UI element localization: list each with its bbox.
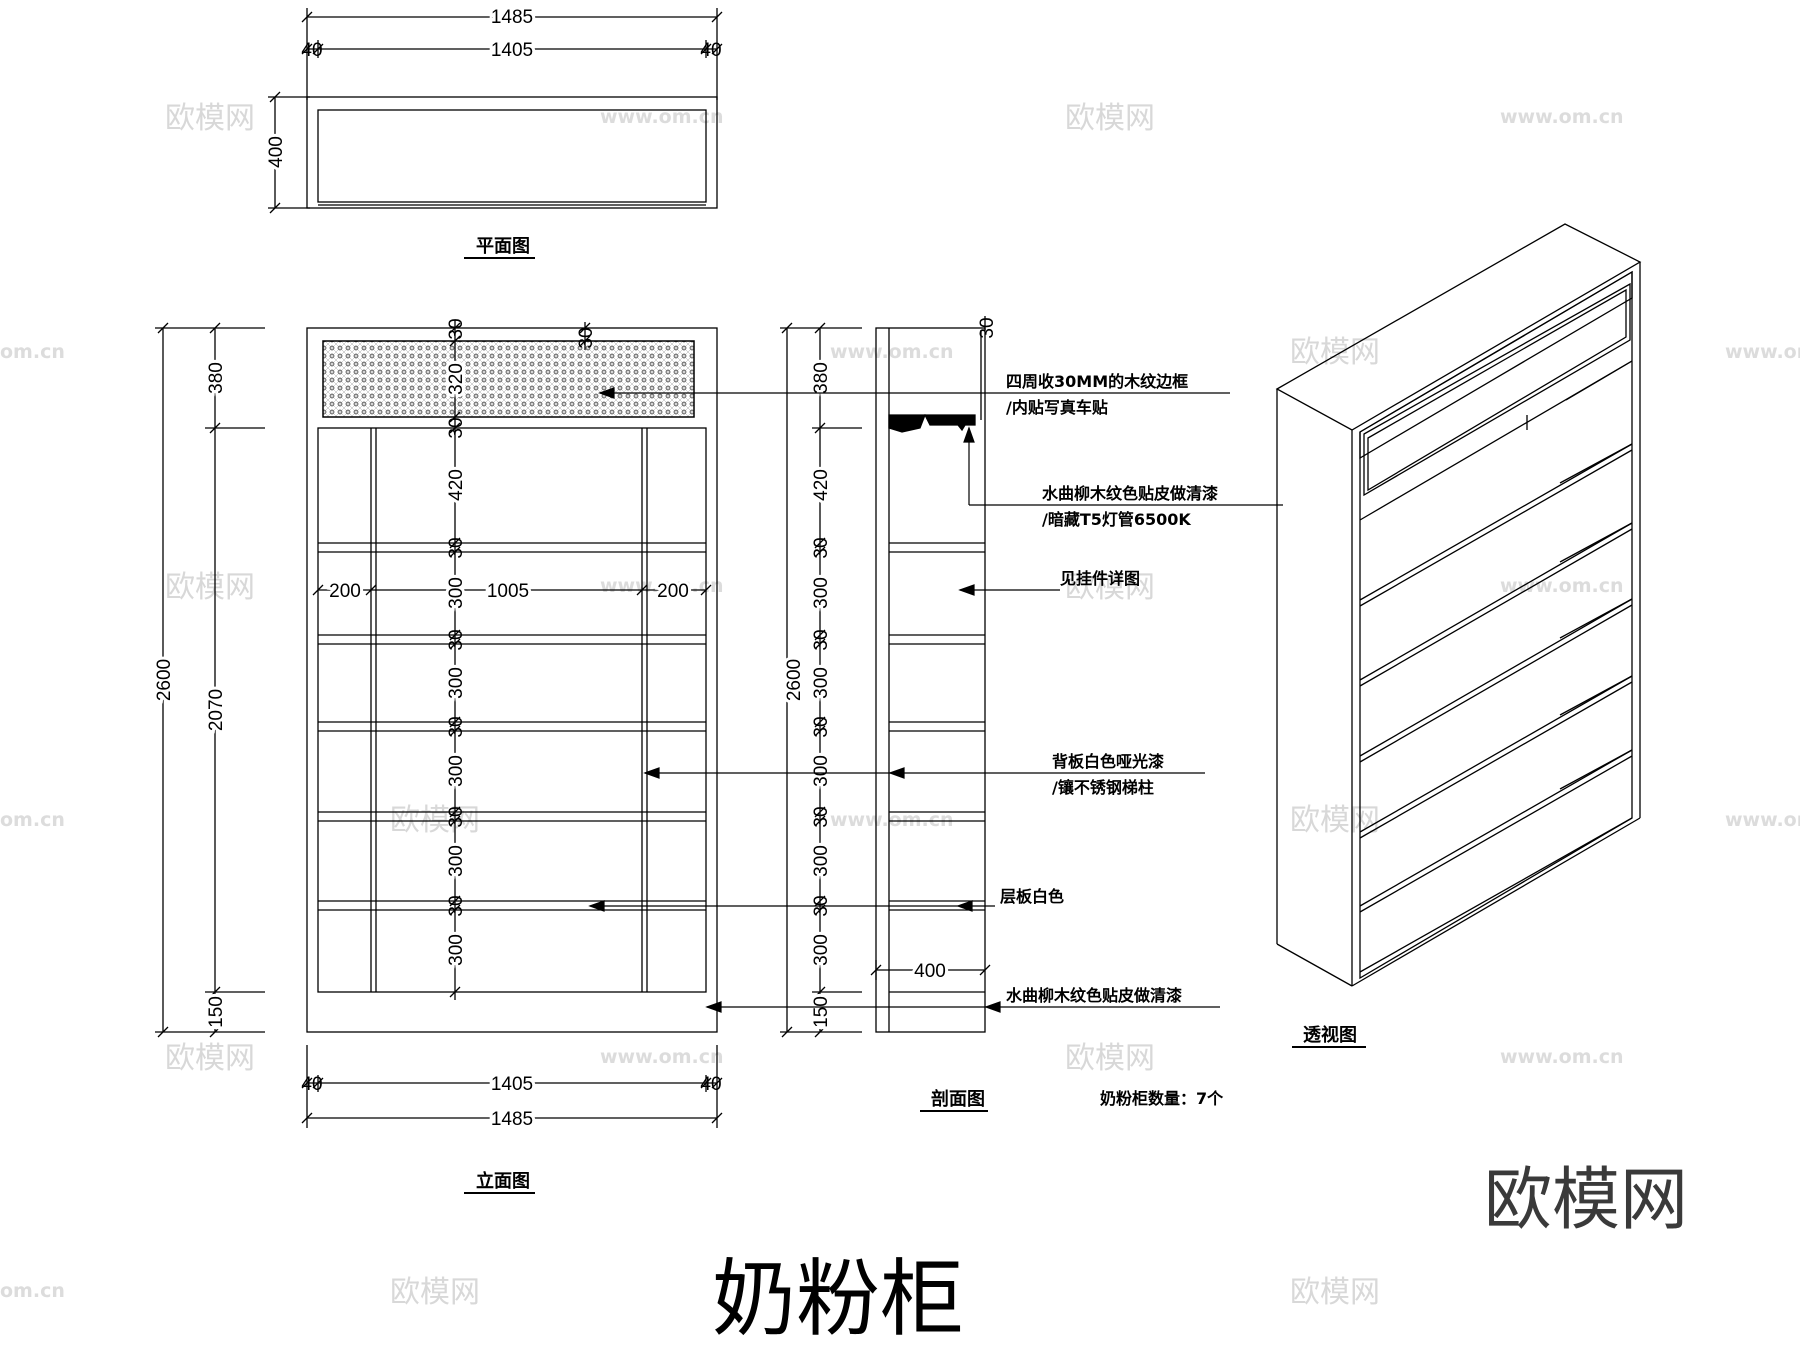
- caption-section: 剖面图: [931, 1088, 985, 1110]
- note-veneer-light: 水曲柳木纹色贴皮做清漆: [1042, 484, 1218, 503]
- elev-width-inner: 1405: [491, 1074, 533, 1095]
- perspective-view: [1275, 223, 1642, 987]
- watermark: www.om.cn: [1725, 809, 1800, 831]
- watermark: 欧模网: [1290, 335, 1380, 370]
- section-seg-300: 300: [811, 845, 832, 877]
- section-seg-30: 30: [811, 629, 832, 650]
- watermark: www.om.cn: [600, 1046, 724, 1068]
- elev-seg-30: 30: [576, 327, 597, 348]
- section-seg-30: 30: [811, 716, 832, 737]
- elev-seg-30: 30: [446, 537, 467, 558]
- watermark: om.cn: [0, 809, 65, 831]
- plan-side-left: 40: [301, 40, 322, 61]
- plan-width-total: 1485: [491, 7, 533, 28]
- elev-seg-300: 300: [446, 755, 467, 787]
- watermark: 欧模网: [1065, 1041, 1155, 1076]
- elev-seg-420: 420: [446, 469, 467, 501]
- elev-mid-2070: 2070: [206, 689, 227, 731]
- quantity-note: 奶粉柜数量：7个: [1100, 1089, 1224, 1108]
- elev-seg-300: 300: [446, 845, 467, 877]
- plan-width-inner: 1405: [491, 40, 533, 61]
- elev-seg-30: 30: [446, 716, 467, 737]
- note-backboard: 背板白色哑光漆: [1052, 752, 1164, 771]
- drawing-title: 奶粉柜: [712, 1250, 964, 1347]
- watermark: 欧模网: [1065, 570, 1155, 605]
- note-base-veneer: 水曲柳木纹色贴皮做清漆: [1006, 986, 1182, 1005]
- elev-top-380: 380: [206, 362, 227, 394]
- elev-seg-30: 30: [446, 417, 467, 438]
- caption-elevation: 立面图: [476, 1170, 530, 1192]
- watermark-layer: 欧模网 www.om.cn 欧模网 www.om.cn om.cn www.om…: [0, 101, 1800, 1310]
- note-shelf: 层板白色: [1000, 887, 1064, 906]
- watermark: www.om.cn: [1725, 341, 1800, 363]
- elev-seg-300: 300: [446, 667, 467, 699]
- plan-depth: 400: [266, 136, 287, 168]
- watermark: om.cn: [0, 341, 65, 363]
- elev-center-dims: 320 420 300 300 300 300 300 30 30 30 30 …: [443, 318, 597, 968]
- section-height-total: 2600: [784, 659, 805, 701]
- elevation-view: [155, 320, 723, 1128]
- note-frame: 四周收30MM的木纹边框: [1006, 372, 1188, 391]
- plan-view: [268, 8, 723, 214]
- section-seg-300: 300: [811, 667, 832, 699]
- elev-side-right: 40: [700, 1074, 721, 1095]
- note-hanger: 见挂件详图: [1060, 569, 1140, 588]
- elev-width-total: 1485: [491, 1109, 533, 1130]
- watermark: www.om.cn: [600, 106, 724, 128]
- caption-perspective: 透视图: [1303, 1024, 1357, 1046]
- section-seg-300: 300: [811, 934, 832, 966]
- elev-seg-30: 30: [446, 806, 467, 827]
- elev-seg-300: 300: [446, 577, 467, 609]
- section-seg-300: 300: [811, 755, 832, 787]
- watermark: www.om.cn: [1500, 575, 1624, 597]
- elev-height-total: 2600: [154, 659, 175, 701]
- section-seg-420: 420: [811, 469, 832, 501]
- section-seg-30: 30: [977, 317, 998, 338]
- watermark: www.om.cn: [830, 809, 954, 831]
- section-depth-400: 400: [914, 961, 946, 982]
- section-view: [780, 316, 991, 1038]
- watermark: www.om.cn: [600, 575, 724, 597]
- note-backboard-sub: /镶不锈钢梯柱: [1052, 778, 1154, 797]
- elev-base-150: 150: [206, 996, 227, 1028]
- section-seg-30: 30: [811, 537, 832, 558]
- watermark: www.om.cn: [1500, 106, 1624, 128]
- elev-width-200-left: 200: [329, 581, 361, 602]
- elev-side-left: 40: [301, 1074, 322, 1095]
- elev-width-1005: 1005: [487, 581, 529, 602]
- watermark: 欧模网: [1065, 101, 1155, 136]
- watermark: www.om.cn: [830, 341, 954, 363]
- watermark: 欧模网: [165, 1041, 255, 1076]
- section-seg-150: 150: [811, 996, 832, 1028]
- watermark: 欧模网: [1290, 1275, 1380, 1310]
- elev-seg-30: 30: [446, 895, 467, 916]
- elev-seg-300: 300: [446, 934, 467, 966]
- elev-seg-30: 30: [446, 629, 467, 650]
- note-veneer-light-sub: /暗藏T5灯管6500K: [1042, 510, 1191, 529]
- watermark: 欧模网: [165, 570, 255, 605]
- elev-seg-30: 30: [446, 318, 467, 339]
- watermark: 欧模网: [165, 101, 255, 136]
- leader-lines: [588, 387, 1283, 1013]
- section-seg-30: 30: [811, 806, 832, 827]
- elev-width-200-right: 200: [657, 581, 689, 602]
- watermark: www.om.cn: [1500, 1046, 1624, 1068]
- note-frame-sub: /内贴写真车贴: [1006, 398, 1108, 417]
- elev-panel-320: 320: [446, 363, 467, 395]
- section-seg-300: 300: [811, 577, 832, 609]
- plan-side-right: 40: [700, 40, 721, 61]
- watermark: om.cn: [0, 1280, 65, 1302]
- section-seg-380: 380: [811, 362, 832, 394]
- brand-logo: 欧模网: [1484, 1161, 1688, 1240]
- caption-plan: 平面图: [476, 236, 530, 257]
- watermark: 欧模网: [1290, 803, 1380, 838]
- watermark: 欧模网: [390, 1275, 480, 1310]
